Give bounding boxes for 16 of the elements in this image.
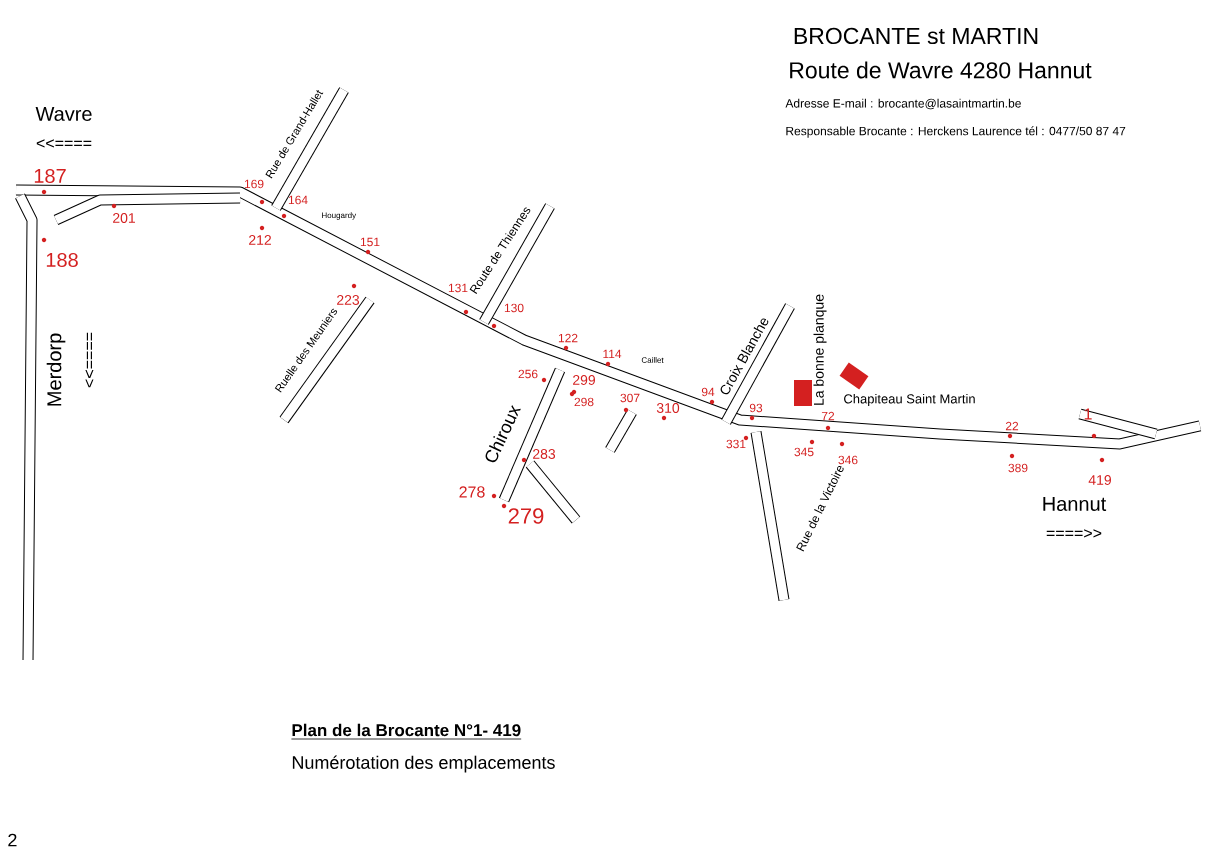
direction-text: ====>> (1046, 529, 1102, 538)
stand-number: 187 (34, 168, 66, 184)
stand-number: 1 (1084, 408, 1092, 420)
town-name: Hannut (1043, 497, 1107, 511)
subtitle: Route de Wavre 4280 Hannut (790, 61, 1092, 79)
plan-title: Plan de la Brocante N°1- 419 (291, 723, 522, 740)
page-number: 2 (8, 833, 17, 847)
direction-text: <<==== (36, 139, 92, 148)
stand-number: 188 (46, 252, 78, 268)
street-name: Merdorp (46, 333, 66, 406)
stand-number: 279 (508, 508, 544, 524)
heading: BROCANTE st MARTIN (794, 27, 1038, 45)
stand-number: 278 (459, 486, 485, 498)
plan-subtitle: Numérotation des emplacements (292, 755, 555, 773)
town-name: Wavre (35, 107, 92, 121)
direction-text: <<==== (85, 332, 94, 388)
